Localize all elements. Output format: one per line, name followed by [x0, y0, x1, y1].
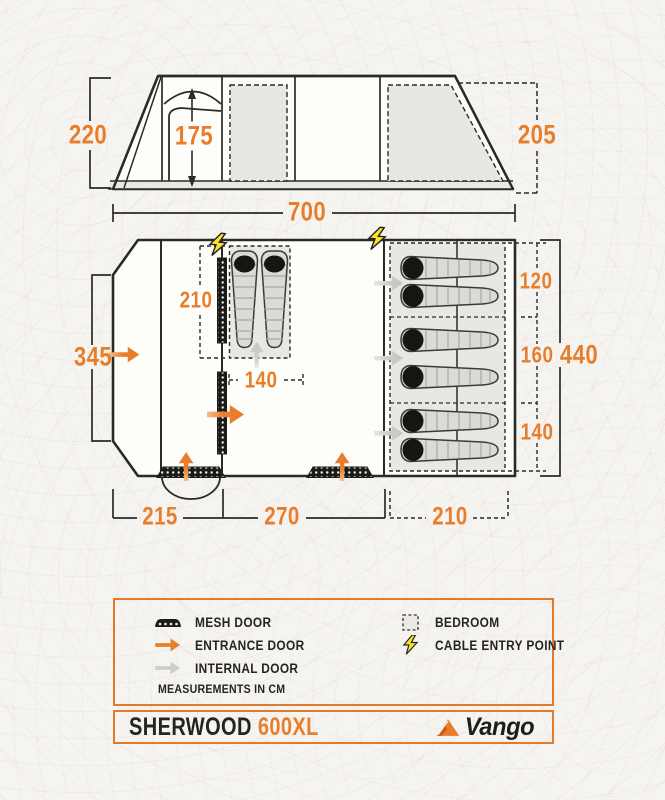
legend-label: BEDROOM — [435, 614, 500, 630]
dim-height-rear: 205 — [517, 119, 557, 150]
legend-row-internal-door: INTERNAL DOOR — [153, 659, 312, 677]
dim-living-section: 270 — [264, 502, 300, 531]
legend-label: INTERNAL DOOR — [195, 660, 299, 676]
dim-bedroom-total: 440 — [559, 339, 599, 370]
dim-door-height: 175 — [172, 121, 216, 151]
elevation-bedroom-panel-right — [387, 84, 505, 182]
legend-row-cable-entry: CABLE ENTRY POINT — [395, 635, 582, 655]
dim-left-bedroom-width: 140 — [242, 367, 280, 393]
model-variant: 600XL — [257, 712, 319, 741]
elevation-bedroom-panel-left — [229, 84, 288, 182]
elevation-door — [163, 88, 222, 187]
measurements-note: MEASUREMENTS IN CM — [158, 682, 286, 696]
legend: MESH DOOR ENTRANCE DOOR INTERNAL DOOR ME… — [113, 598, 564, 706]
dim-porch-section: 215 — [142, 502, 178, 531]
side-elevation — [89, 74, 538, 222]
dim-porch-depth: 345 — [73, 341, 113, 372]
vango-logo: Vango — [435, 713, 536, 742]
vango-triangle-icon — [436, 718, 460, 736]
legend-row-entrance-door: ENTRANCE DOOR — [153, 636, 319, 654]
dim-bedroom-section: 210 — [432, 502, 468, 531]
dim-length-total: 700 — [287, 196, 327, 227]
internal-door-icon — [153, 661, 183, 675]
cable-entry-icon — [395, 635, 425, 655]
groundsheet-band — [110, 181, 513, 189]
product-title: SHERWOOD 600XL — [129, 713, 319, 742]
legend-row-bedroom: BEDROOM — [395, 613, 508, 631]
brand-name: Vango — [464, 712, 535, 741]
legend-row-mesh-door: MESH DOOR — [153, 613, 282, 631]
mesh-panel — [217, 257, 227, 344]
title-bar: SHERWOOD 600XL Vango — [113, 710, 554, 744]
legend-label: MESH DOOR — [195, 614, 272, 630]
door-swing-arc — [161, 476, 221, 500]
dim-left-bedroom-length: 210 — [177, 287, 215, 313]
dim-comp-top: 120 — [519, 267, 553, 294]
dim-comp-middle: 160 — [520, 341, 554, 368]
dim-comp-bottom: 140 — [520, 418, 554, 445]
entrance-door-icon — [153, 638, 183, 652]
floorplan — [91, 225, 561, 519]
mesh-door-icon — [153, 617, 183, 628]
legend-label: CABLE ENTRY POINT — [435, 637, 565, 653]
model-name: SHERWOOD — [129, 712, 252, 741]
bedroom-icon — [395, 613, 425, 631]
legend-label: ENTRANCE DOOR — [195, 637, 305, 653]
dim-height-front: 220 — [68, 119, 108, 150]
mesh-door — [156, 466, 226, 478]
